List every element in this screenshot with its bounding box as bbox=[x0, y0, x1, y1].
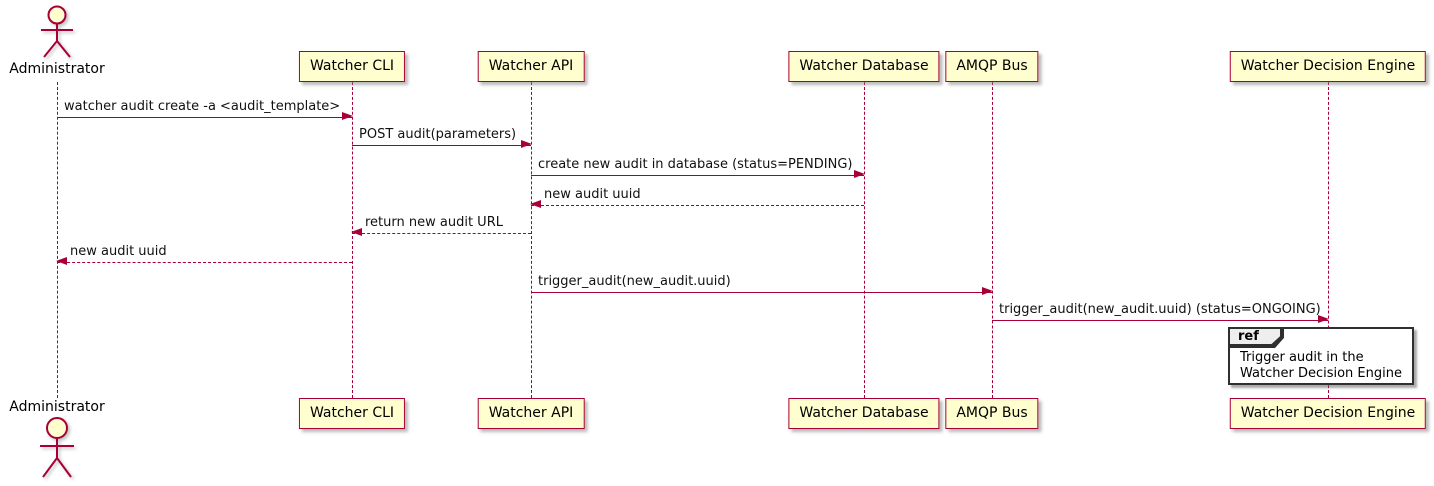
message-line bbox=[352, 145, 531, 146]
message-label: new audit uuid bbox=[544, 187, 641, 202]
ref-line: Watcher Decision Engine bbox=[1240, 366, 1402, 381]
participant-box-watcher-database-top: Watcher Database bbox=[788, 51, 940, 82]
participant-box-watcher-decision-engine-bottom: Watcher Decision Engine bbox=[1229, 398, 1427, 429]
lifeline-watcher-cli bbox=[352, 82, 353, 398]
message-line bbox=[57, 262, 352, 263]
arrowhead-left-icon bbox=[56, 257, 67, 265]
actor-icon bbox=[41, 5, 73, 58]
arrowhead-right-icon bbox=[521, 140, 532, 148]
message-line bbox=[352, 233, 531, 234]
message-label: trigger_audit(new_audit.uuid) bbox=[538, 274, 731, 289]
message-label: watcher audit create -a <audit_template> bbox=[64, 99, 341, 114]
message-post-audit: POST audit(parameters) bbox=[352, 127, 532, 148]
lifeline-watcher-api bbox=[531, 82, 532, 398]
lifeline-administrator bbox=[57, 82, 58, 398]
ref-body: Trigger audit in the Watcher Decision En… bbox=[1230, 329, 1412, 382]
message-line bbox=[992, 320, 1328, 321]
participant-box-watcher-cli-top: Watcher CLI bbox=[298, 51, 406, 82]
message-label: trigger_audit(new_audit.uuid) (status=ON… bbox=[999, 302, 1321, 317]
message-new-audit-uuid-db: new audit uuid bbox=[530, 187, 864, 208]
participant-box-watcher-api-bottom: Watcher API bbox=[477, 398, 585, 429]
lifeline-amqp-bus bbox=[992, 82, 993, 398]
message-new-audit-uuid-cli: new audit uuid bbox=[56, 244, 352, 265]
ref-keyword-tab: ref bbox=[1228, 327, 1284, 348]
participant-box-amqp-bus-top: AMQP Bus bbox=[945, 51, 1039, 82]
participant-box-watcher-api-top: Watcher API bbox=[477, 51, 585, 82]
arrowhead-right-icon bbox=[982, 287, 993, 295]
arrowhead-right-icon bbox=[1318, 315, 1329, 323]
lifeline-watcher-decision-engine bbox=[1328, 82, 1329, 398]
actor-icon bbox=[40, 417, 74, 478]
arrowhead-left-icon bbox=[351, 228, 362, 236]
lifeline-watcher-database bbox=[864, 82, 865, 398]
participant-box-amqp-bus-bottom: AMQP Bus bbox=[945, 398, 1039, 429]
message-line bbox=[57, 117, 352, 118]
message-label: create new audit in database (status=PEN… bbox=[538, 157, 853, 172]
actor-label-top: Administrator bbox=[9, 61, 105, 77]
ref-line: Trigger audit in the bbox=[1240, 350, 1364, 365]
message-label: return new audit URL bbox=[365, 215, 503, 230]
ref-fragment: ref Trigger audit in the Watcher Decisio… bbox=[1228, 327, 1414, 385]
participant-box-watcher-decision-engine-top: Watcher Decision Engine bbox=[1229, 51, 1427, 82]
message-return-new-audit-url: return new audit URL bbox=[351, 215, 531, 236]
arrowhead-left-icon bbox=[530, 200, 541, 208]
participant-box-watcher-database-bottom: Watcher Database bbox=[788, 398, 940, 429]
message-line bbox=[531, 175, 864, 176]
message-create-new-audit: create new audit in database (status=PEN… bbox=[531, 157, 865, 178]
participant-box-watcher-cli-bottom: Watcher CLI bbox=[298, 398, 406, 429]
actor-label-bottom: Administrator bbox=[9, 399, 105, 415]
arrowhead-right-icon bbox=[854, 170, 865, 178]
message-trigger-audit-ongoing: trigger_audit(new_audit.uuid) (status=ON… bbox=[992, 302, 1329, 323]
message-line bbox=[531, 205, 864, 206]
message-watcher-audit-create: watcher audit create -a <audit_template> bbox=[57, 99, 353, 120]
message-label: POST audit(parameters) bbox=[359, 127, 517, 142]
arrowhead-right-icon bbox=[342, 112, 353, 120]
ref-keyword: ref bbox=[1230, 329, 1280, 344]
message-trigger-audit: trigger_audit(new_audit.uuid) bbox=[531, 274, 993, 295]
message-label: new audit uuid bbox=[70, 244, 167, 259]
message-line bbox=[531, 292, 992, 293]
